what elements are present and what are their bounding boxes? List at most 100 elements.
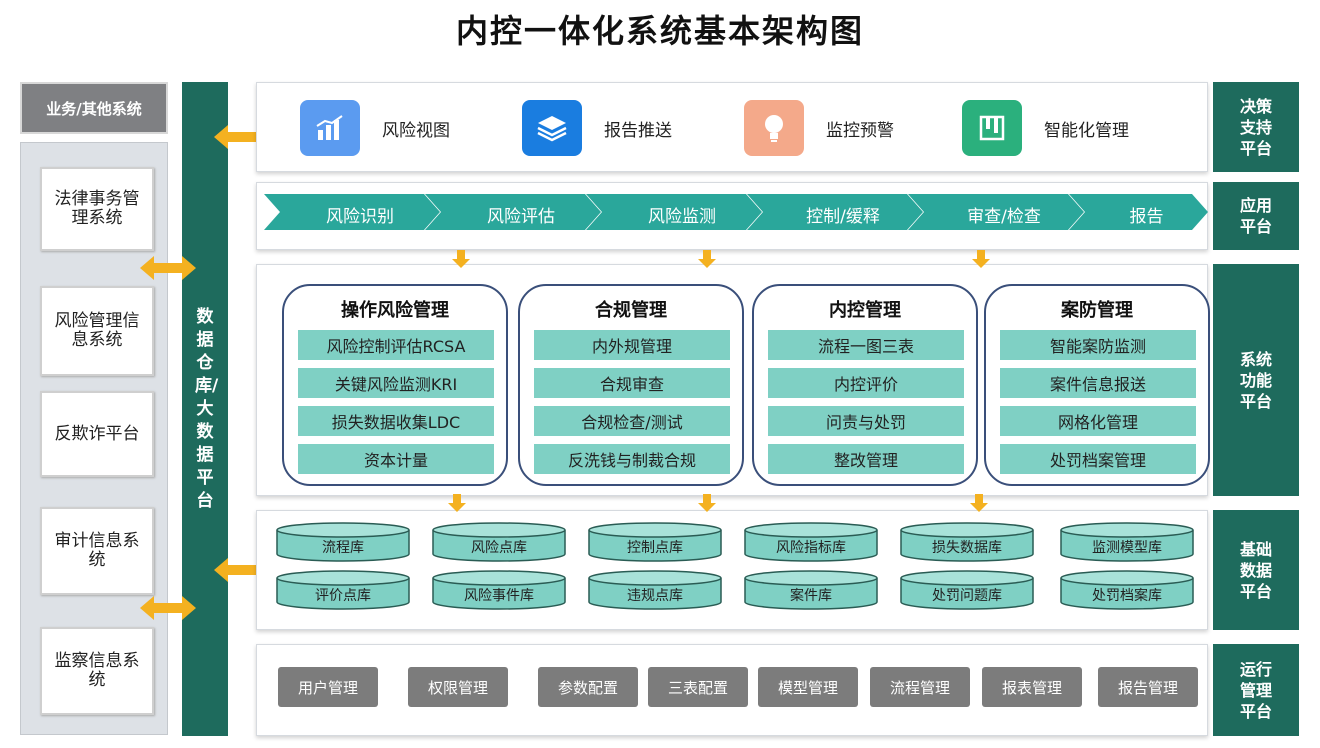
ops-button[interactable]: 参数配置: [538, 667, 638, 707]
function-item[interactable]: 网格化管理: [1000, 406, 1196, 436]
database-icon: [432, 522, 566, 562]
left-systems-panel: 法律事务管理系统 风险管理信息系统 反欺诈平台 审计信息系统 监察信息系统: [20, 142, 168, 735]
data-warehouse-label: 数据仓库/大数据平台: [195, 306, 219, 511]
database-icon: [588, 522, 722, 562]
left-system-item[interactable]: 监察信息系统: [40, 627, 154, 715]
ops-button[interactable]: 流程管理: [870, 667, 970, 707]
tool-label: 报告推送: [604, 120, 672, 141]
database-cylinder[interactable]: 控制点库: [588, 522, 722, 562]
layers-icon: [522, 100, 582, 156]
process-step-shape: [747, 194, 923, 230]
database-cylinder[interactable]: 评价点库: [276, 570, 410, 610]
process-step[interactable]: 风险监测: [648, 207, 716, 227]
database-cylinder[interactable]: 处罚档案库: [1060, 570, 1194, 610]
ops-button[interactable]: 报表管理: [982, 667, 1082, 707]
module-compliance: 合规管理 内外规管理 合规审查 合规检查/测试 反洗钱与制裁合规: [518, 284, 744, 486]
database-label: 风险事件库: [464, 588, 534, 604]
database-icon: [1060, 570, 1194, 610]
decision-panel: [256, 82, 1208, 172]
database-icon: [276, 570, 410, 610]
database-cylinder[interactable]: 案件库: [744, 570, 878, 610]
module-title: 操作风险管理: [341, 300, 449, 321]
database-label: 流程库: [322, 540, 364, 556]
function-item[interactable]: 资本计量: [298, 444, 494, 474]
database-icon: [744, 570, 878, 610]
function-item[interactable]: 内外规管理: [534, 330, 730, 360]
process-step[interactable]: 风险识别: [326, 207, 394, 227]
ops-button[interactable]: 模型管理: [758, 667, 858, 707]
function-item[interactable]: 关键风险监测KRI: [298, 368, 494, 398]
database-label: 损失数据库: [932, 540, 1002, 556]
function-item[interactable]: 风险控制评估RCSA: [298, 330, 494, 360]
database-cylinder[interactable]: 风险事件库: [432, 570, 566, 610]
layer-label-decision: 决策支持平台: [1213, 82, 1299, 172]
data-warehouse-bar: 数据仓库/大数据平台: [182, 82, 228, 736]
ops-button[interactable]: 报告管理: [1098, 667, 1198, 707]
database-cylinder[interactable]: 违规点库: [588, 570, 722, 610]
function-item[interactable]: 智能案防监测: [1000, 330, 1196, 360]
ops-button[interactable]: 用户管理: [278, 667, 378, 707]
left-system-item[interactable]: 风险管理信息系统: [40, 286, 154, 376]
database-cylinder[interactable]: 风险指标库: [744, 522, 878, 562]
database-label: 控制点库: [627, 540, 683, 556]
tool-risk-view[interactable]: 风险视图: [300, 100, 450, 156]
tool-label: 监控预警: [826, 120, 894, 141]
database-label: 风险指标库: [776, 540, 846, 556]
database-icon: [432, 570, 566, 610]
left-system-item[interactable]: 审计信息系统: [40, 507, 154, 595]
left-header: 业务/其他系统: [20, 82, 168, 134]
page-title: 内控一体化系统基本架构图: [455, 12, 864, 50]
layer-label-ops: 运行管理平台: [1213, 644, 1299, 736]
left-system-item[interactable]: 反欺诈平台: [40, 391, 154, 477]
tool-smart-management[interactable]: 智能化管理: [962, 100, 1129, 156]
database-label: 风险点库: [471, 540, 527, 556]
layer-label-function: 系统功能平台: [1213, 264, 1299, 496]
function-item[interactable]: 内控评价: [768, 368, 964, 398]
process-step-shape: [264, 194, 440, 230]
board-icon: [962, 100, 1022, 156]
module-title: 案防管理: [1061, 300, 1133, 321]
function-item[interactable]: 问责与处罚: [768, 406, 964, 436]
process-step[interactable]: 风险评估: [487, 207, 555, 227]
process-step-shape: [586, 194, 762, 230]
function-item[interactable]: 流程一图三表: [768, 330, 964, 360]
function-item[interactable]: 合规检查/测试: [534, 406, 730, 436]
tool-report-push[interactable]: 报告推送: [522, 100, 672, 156]
database-icon: [276, 522, 410, 562]
tool-label: 智能化管理: [1044, 120, 1129, 141]
layer-label-application: 应用平台: [1213, 182, 1299, 250]
function-item[interactable]: 反洗钱与制裁合规: [534, 444, 730, 474]
ops-button[interactable]: 权限管理: [408, 667, 508, 707]
process-chevrons: [264, 194, 1208, 230]
module-internal-control: 内控管理 流程一图三表 内控评价 问责与处罚 整改管理: [752, 284, 978, 486]
function-item[interactable]: 损失数据收集LDC: [298, 406, 494, 436]
tool-monitor-alert[interactable]: 监控预警: [744, 100, 894, 156]
database-icon: [900, 570, 1034, 610]
ops-button[interactable]: 三表配置: [648, 667, 748, 707]
module-title: 内控管理: [829, 300, 901, 321]
database-cylinder[interactable]: 损失数据库: [900, 522, 1034, 562]
process-step[interactable]: 报告: [1129, 207, 1164, 227]
process-step[interactable]: 审查/检查: [967, 207, 1041, 227]
database-label: 处罚档案库: [1092, 588, 1162, 604]
database-icon: [744, 522, 878, 562]
process-step[interactable]: 控制/缓释: [806, 207, 880, 227]
database-cylinder[interactable]: 流程库: [276, 522, 410, 562]
function-item[interactable]: 案件信息报送: [1000, 368, 1196, 398]
layer-label-data: 基础数据平台: [1213, 510, 1299, 630]
function-item[interactable]: 合规审查: [534, 368, 730, 398]
process-step-shape: [425, 194, 601, 230]
database-cylinder[interactable]: 风险点库: [432, 522, 566, 562]
module-case-prevention: 案防管理 智能案防监测 案件信息报送 网格化管理 处罚档案管理: [984, 284, 1210, 486]
database-label: 监测模型库: [1092, 540, 1162, 556]
left-system-item[interactable]: 法律事务管理系统: [40, 167, 154, 251]
lightbulb-icon: [744, 100, 804, 156]
data-panel: [256, 510, 1208, 630]
function-item[interactable]: 处罚档案管理: [1000, 444, 1196, 474]
database-label: 评价点库: [315, 588, 371, 604]
process-step-shape: [908, 194, 1084, 230]
process-labels: 风险识别 风险评估 风险监测 控制/缓释 审查/检查 报告: [264, 194, 1210, 230]
database-cylinder[interactable]: 处罚问题库: [900, 570, 1034, 610]
function-item[interactable]: 整改管理: [768, 444, 964, 474]
database-cylinder[interactable]: 监测模型库: [1060, 522, 1194, 562]
